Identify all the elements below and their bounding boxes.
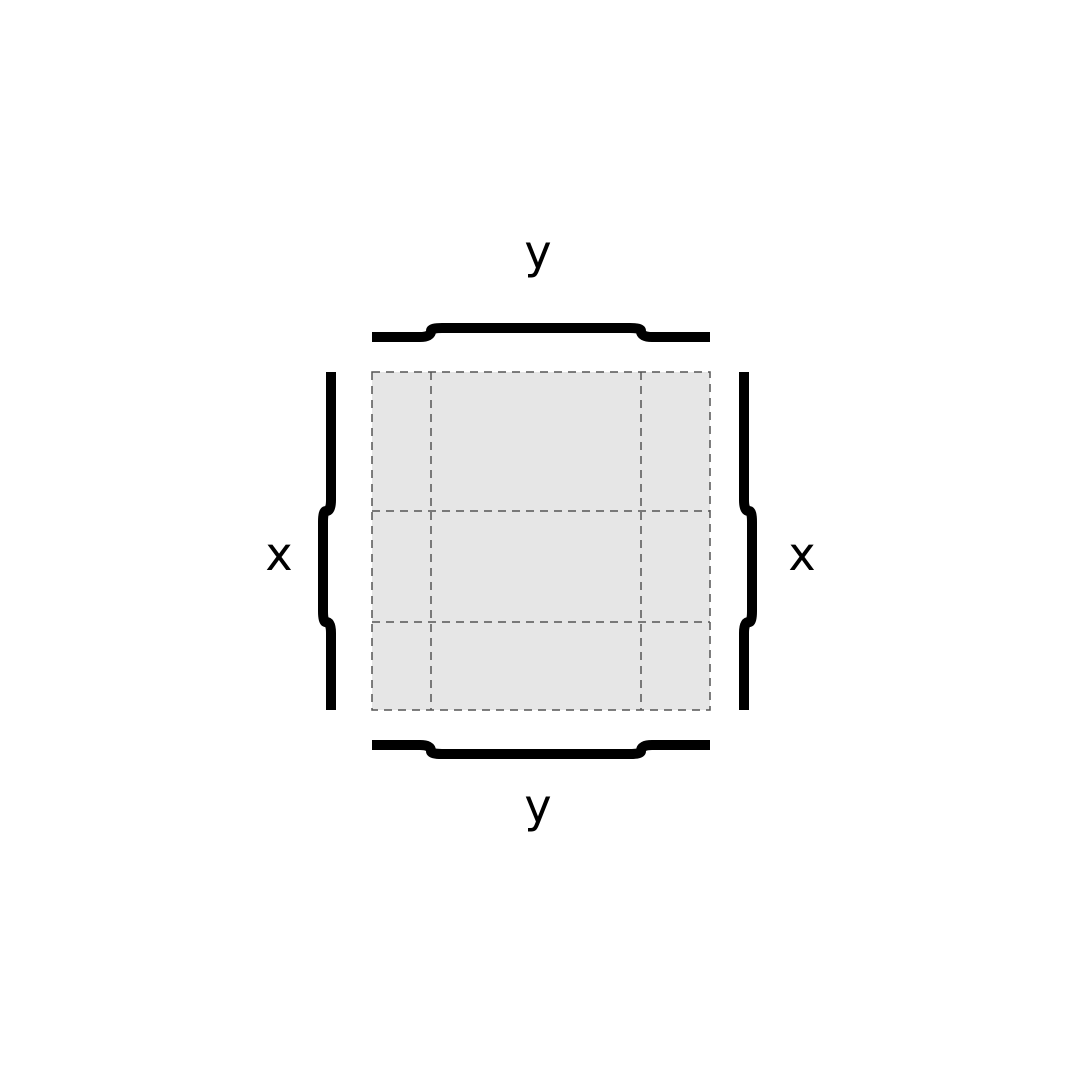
right-brace: [739, 372, 757, 710]
top-brace: [372, 323, 710, 342]
hatch-stripe-4: [0, 250, 284, 800]
left-label: x: [265, 527, 292, 581]
hatched-area: [0, 250, 710, 800]
hatch-stripe-2: [0, 250, 48, 800]
hatch-stripe-9: [372, 372, 710, 710]
hatch-stripe-10: [464, 464, 710, 710]
grid-outline: [371, 371, 711, 711]
right-label: x: [788, 527, 815, 581]
hatch-stripes: [0, 250, 710, 800]
hatch-stripe-3: [0, 250, 166, 800]
hatch-stripe-5: [0, 250, 402, 800]
hatch-stripe-8: [372, 372, 702, 702]
left-brace: [318, 372, 336, 710]
dashed-grid: [371, 371, 711, 711]
bottom-label: y: [524, 779, 551, 833]
bottom-brace: [372, 740, 710, 759]
hatch-stripe-11: [582, 582, 710, 710]
top-label: y: [524, 225, 551, 279]
